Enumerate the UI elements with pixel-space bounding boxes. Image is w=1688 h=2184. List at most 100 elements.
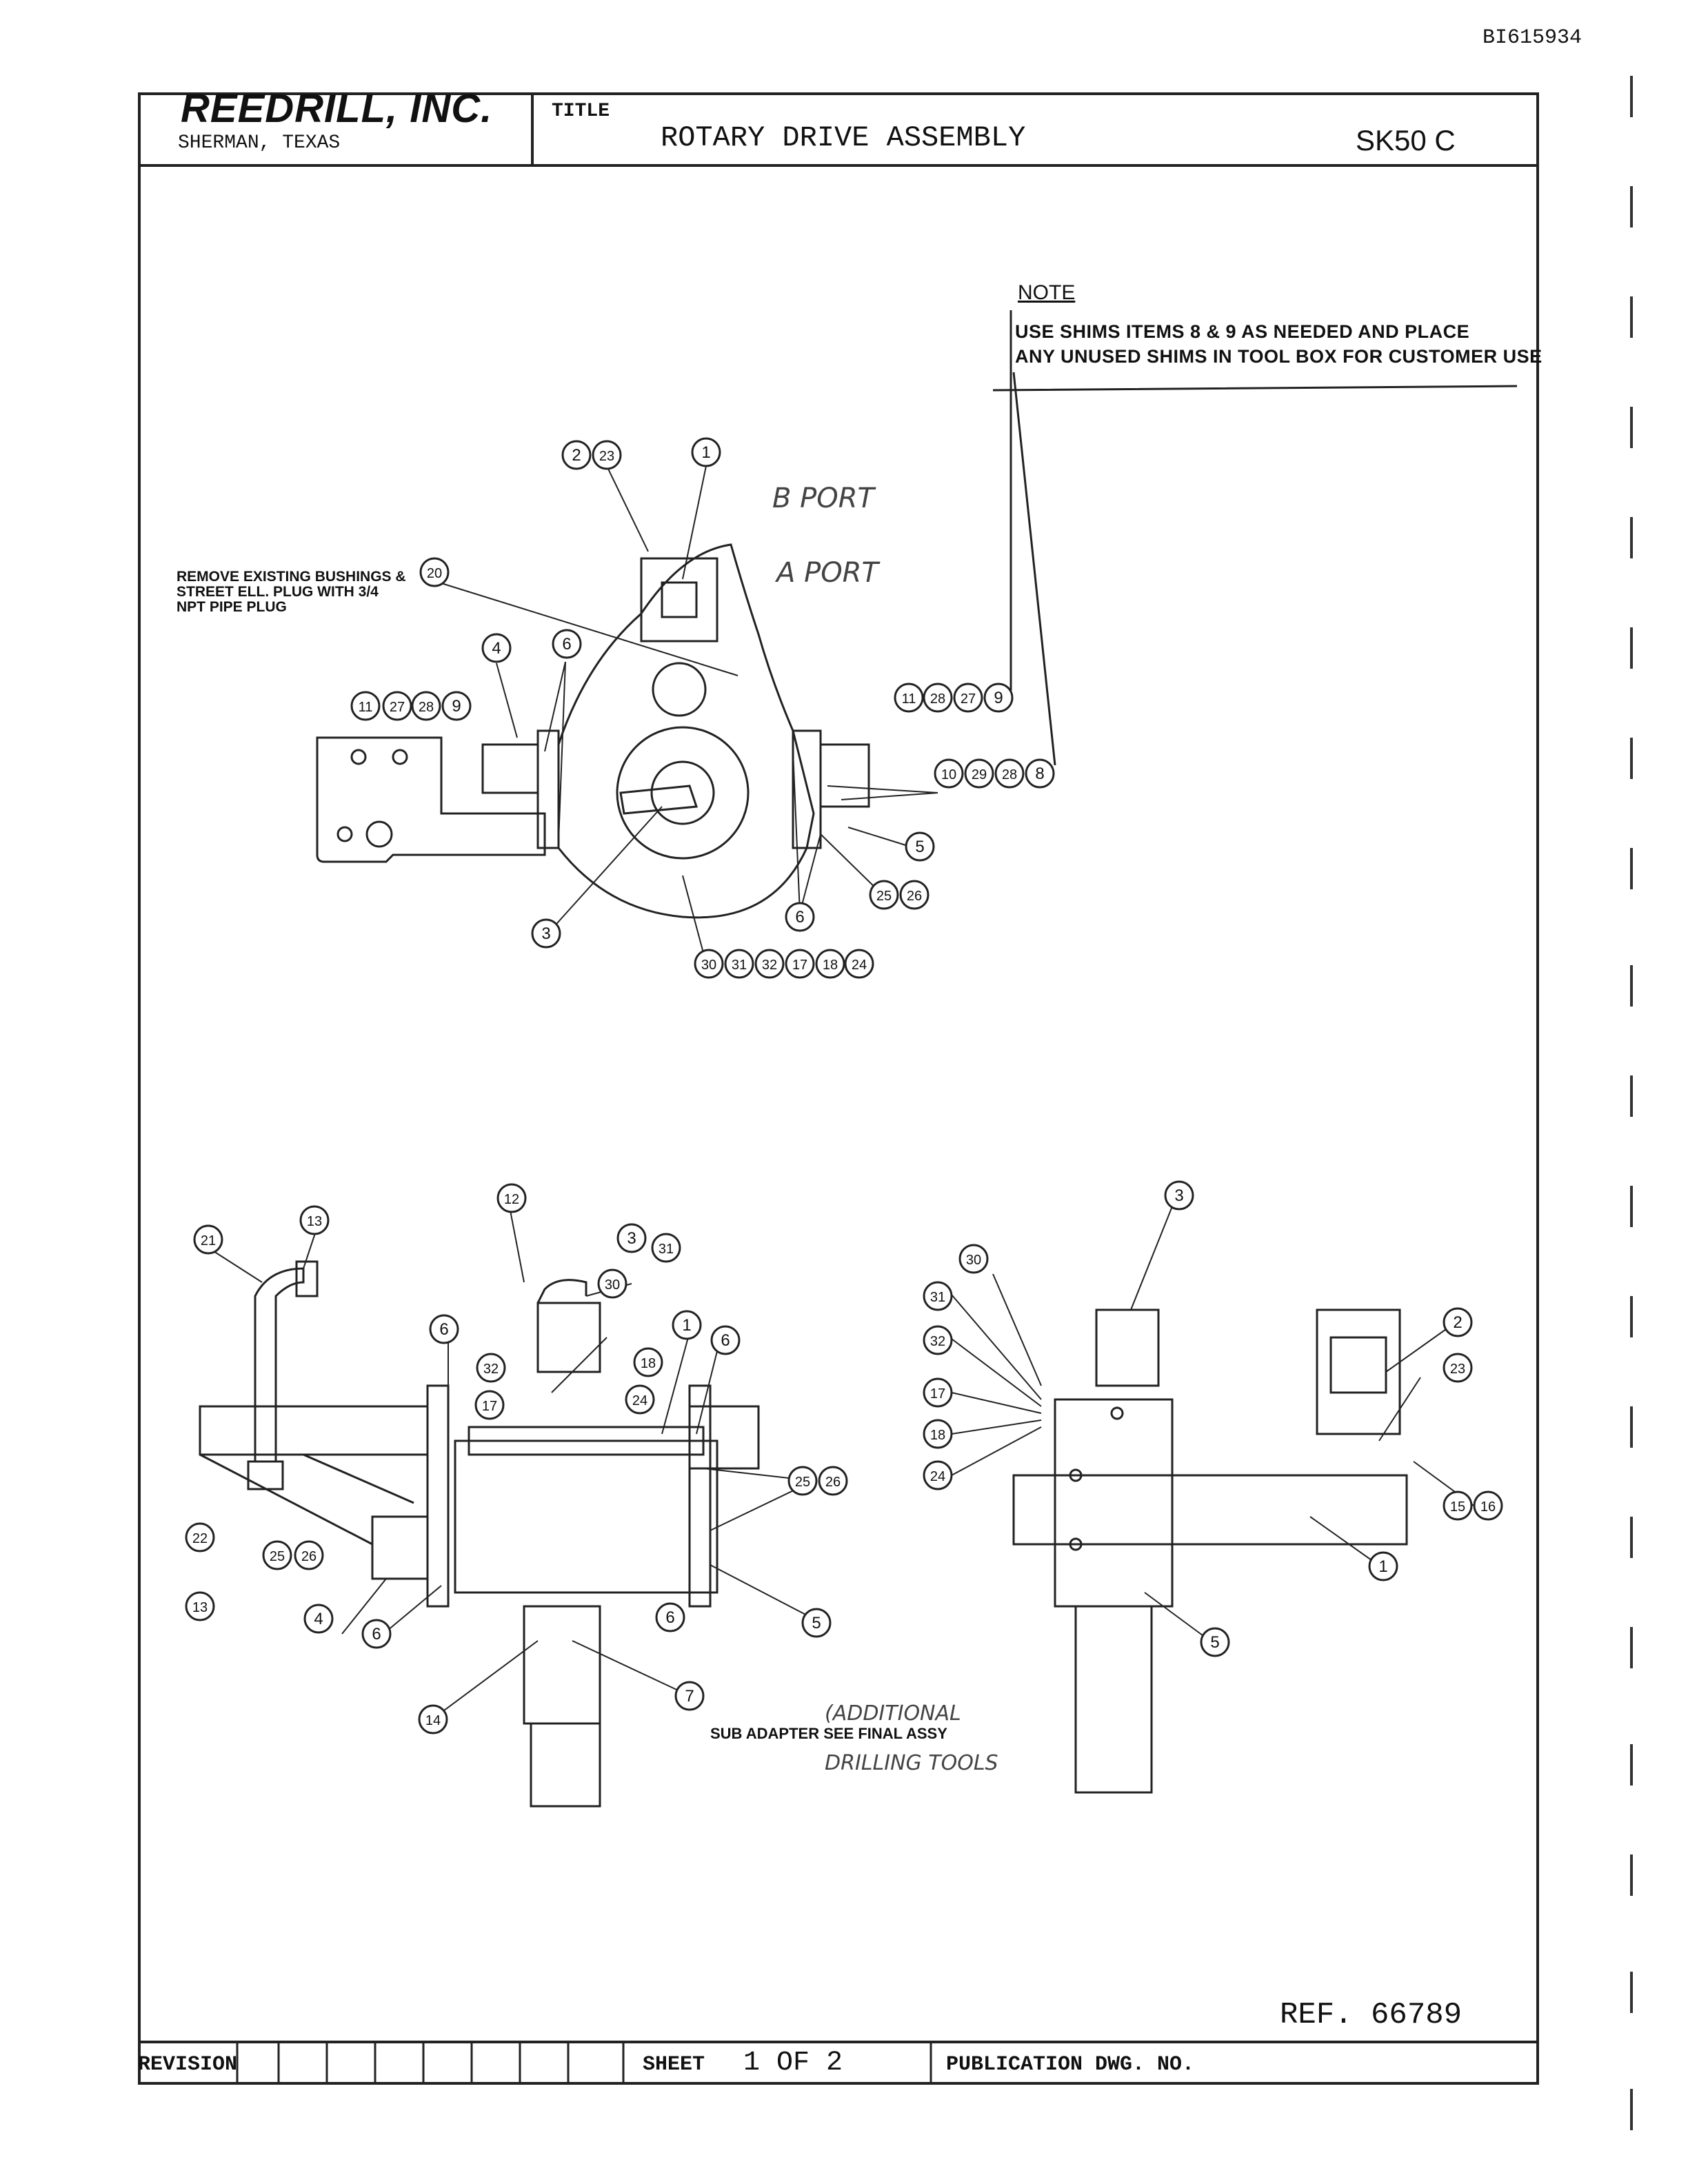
balloon-circle: [923, 682, 953, 713]
rotary-plate-outline: [557, 543, 815, 919]
hose-fitting: [247, 1460, 284, 1490]
balloon-label: 30: [966, 1253, 981, 1268]
balloon-circle: [476, 1353, 506, 1383]
balloon-circle: [561, 440, 592, 470]
balloon-circle: [496, 1183, 527, 1213]
balloon-label: 11: [902, 691, 916, 707]
balloon-label: 24: [852, 958, 867, 973]
balloon-label: 25: [270, 1549, 285, 1564]
balloon-label: 5: [812, 1614, 821, 1632]
balloon-label: 13: [192, 1600, 208, 1615]
hose-pipe: [254, 1267, 305, 1463]
balloon-label: 6: [665, 1608, 674, 1627]
plate-bar-right: [688, 1405, 760, 1470]
balloon-label: 10: [941, 767, 956, 782]
housing-bolt: [1069, 1468, 1083, 1482]
balloon-label: 8: [1035, 765, 1044, 783]
left-mount: [371, 1515, 429, 1580]
revision-grid: [236, 2042, 932, 2085]
balloon-label: 17: [482, 1399, 497, 1414]
balloon-label: 24: [930, 1469, 945, 1484]
balloon-circle: [382, 691, 412, 721]
housing: [1054, 1398, 1174, 1608]
assembly-leaders: [208, 1199, 1476, 1717]
balloon-label: 6: [439, 1320, 448, 1339]
sheet-value: 1 OF 2: [743, 2048, 843, 2079]
balloon-circle: [958, 1244, 989, 1274]
balloon-label: 26: [825, 1475, 841, 1490]
balloon-label: 1: [1378, 1557, 1387, 1576]
left-side-plate: [426, 1384, 450, 1608]
balloon-circle: [441, 691, 472, 721]
a-port-label: A PORT: [776, 557, 878, 589]
balloon-circle: [1443, 1353, 1473, 1383]
drive-shaft: [619, 785, 699, 815]
balloon-label: 21: [201, 1233, 216, 1248]
balloon-circle: [1473, 1490, 1503, 1521]
balloon-label: 32: [930, 1334, 945, 1349]
balloon-circle: [361, 1619, 392, 1649]
balloon-label: 28: [1002, 767, 1017, 782]
balloon-circle: [350, 691, 381, 721]
title-block-divider: [138, 164, 1539, 167]
elbow-fitting: [295, 1260, 319, 1297]
gear-case: [1012, 1474, 1408, 1546]
balloon-circle: [1164, 1180, 1194, 1211]
sub-adapter: [530, 1722, 601, 1808]
housing-bolt: [1069, 1537, 1083, 1551]
motor-hub-inner: [650, 760, 715, 825]
note-bracket: [992, 310, 1518, 392]
spindle: [523, 1605, 601, 1725]
right-shim-stack: [819, 743, 870, 808]
balloon-label: 26: [301, 1549, 316, 1564]
balloon-label: 31: [732, 958, 747, 973]
balloon-circle: [597, 1268, 627, 1299]
balloon-label: 13: [307, 1214, 322, 1229]
remark-line-3: NPT PIPE PLUG: [177, 599, 287, 615]
balloon-label: 11: [359, 700, 373, 715]
balloon-label: 3: [541, 924, 550, 943]
balloon-circle: [625, 1384, 655, 1415]
balloon-label: 32: [483, 1362, 499, 1377]
balloon-label: 6: [372, 1625, 381, 1644]
balloon-circle: [294, 1540, 324, 1570]
balloon-circle: [1200, 1627, 1230, 1657]
balloon-circle: [818, 1466, 848, 1496]
motor-flange: [468, 1426, 705, 1456]
balloon-circle: [429, 1314, 459, 1344]
balloon-circle: [1025, 758, 1055, 789]
b-port-label: B PORT: [772, 483, 874, 514]
balloon-circle: [754, 949, 785, 979]
balloon-circle: [633, 1347, 663, 1377]
balloon-label: 24: [632, 1393, 647, 1408]
balloon-circle: [787, 1466, 818, 1496]
balloon-circle: [923, 1377, 953, 1408]
balloon-label: 23: [1450, 1362, 1465, 1377]
company-name: REEDRILL, INC.: [181, 86, 493, 131]
valve-port: [661, 581, 698, 618]
remark-line-2: STREET ELL. PLUG WITH 3/4: [177, 584, 379, 600]
remark-line-1: REMOVE EXISTING BUSHINGS &: [177, 569, 406, 585]
balloon-circle: [785, 902, 815, 932]
balloon-circle: [894, 682, 924, 713]
balloon-circle: [815, 949, 845, 979]
document-id: BI615934: [1483, 26, 1582, 50]
balloon-circle: [1368, 1551, 1398, 1581]
balloon-label: 16: [1480, 1499, 1496, 1515]
balloon-circle: [474, 1390, 505, 1420]
reference-number: REF. 66789: [1280, 1998, 1463, 2032]
bolt-hole: [350, 749, 367, 765]
balloon-circle: [691, 437, 721, 467]
drawing-number: SK50 C: [1356, 124, 1456, 156]
balloon-label: 1: [701, 443, 710, 462]
balloon-label: 20: [427, 566, 442, 581]
balloon-circle: [592, 440, 622, 470]
balloon-label: 15: [1450, 1499, 1465, 1515]
publication-label: PUBLICATION DWG. NO.: [946, 2053, 1195, 2076]
balloon-label: 6: [721, 1331, 730, 1350]
balloon-label: 3: [1174, 1186, 1183, 1205]
left-mount-bracket: [316, 736, 546, 863]
balloon-circle: [552, 629, 582, 659]
balloon-circle: [964, 758, 994, 789]
